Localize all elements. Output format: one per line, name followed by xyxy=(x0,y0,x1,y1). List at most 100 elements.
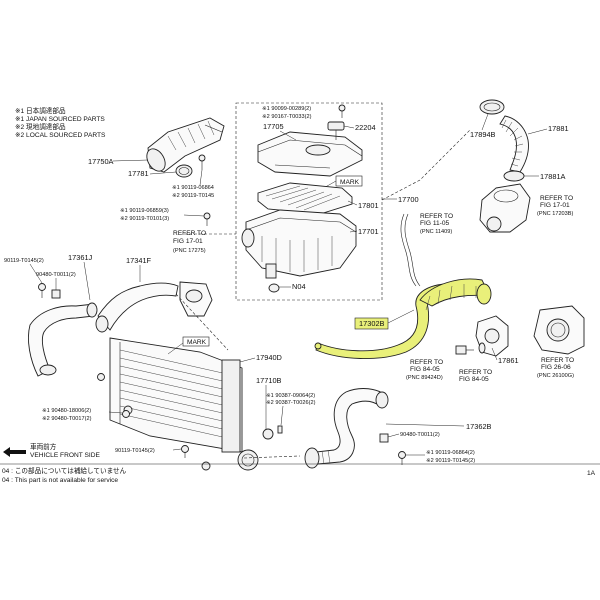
ref-17-01-right-2: FIG 17-01 xyxy=(540,202,570,209)
label-90119-06859: ※1 90119-06859(3) xyxy=(120,208,169,214)
label-17701: 17701 xyxy=(358,227,379,236)
nut-90480-T0011[interactable] xyxy=(51,289,61,299)
bolt-top-cleaner[interactable] xyxy=(338,104,346,118)
part-throttle-body[interactable] xyxy=(533,305,585,355)
footnote-en: 04 : This part is not available for serv… xyxy=(2,477,118,484)
part-17361J-pipe[interactable] xyxy=(27,302,98,377)
part-intercooler[interactable] xyxy=(109,337,259,471)
footnote-jp: 04 : この部品については補給していません xyxy=(2,466,127,475)
label-90480-T0011-b: 90480-T0011(2) xyxy=(400,432,440,438)
label-box-17302B xyxy=(354,317,389,330)
legend-line-2: ※1 JAPAN SOURCED PARTS xyxy=(15,116,105,123)
legend: ※1 日本調達部品 ※1 JAPAN SOURCED PARTS ※2 現地調達… xyxy=(15,106,106,139)
label-17894B: 17894B xyxy=(470,130,496,139)
part-22204[interactable] xyxy=(327,121,345,140)
ref-11-05-3: (PNC 11409) xyxy=(420,229,452,235)
ref-26-06-1: REFER TO xyxy=(541,357,574,364)
ref-84-05-b-1: REFER TO xyxy=(459,369,492,376)
grommet-17710B[interactable] xyxy=(262,428,274,440)
ref-84-05-b-2: FIG 84-05 xyxy=(459,376,489,383)
label-17881A: 17881A xyxy=(540,172,566,181)
label-17750A: 17750A xyxy=(88,157,114,166)
part-17701-case[interactable] xyxy=(241,209,357,279)
bolt-90119-06864-b[interactable] xyxy=(398,451,406,466)
bolt-90119-T0145-bottom[interactable] xyxy=(181,445,189,459)
part-elbow-17341F[interactable] xyxy=(179,281,213,317)
label-17861: 17861 xyxy=(498,356,519,365)
bolt-90119-06859[interactable] xyxy=(203,212,211,226)
ref-17-01-right-3: (PNC 17203B) xyxy=(537,211,574,217)
leader-dash-3 xyxy=(175,293,229,351)
nut-90480-T0011-b[interactable] xyxy=(379,433,389,443)
part-17881-hose[interactable] xyxy=(499,115,529,173)
air-cleaner-group-frame xyxy=(235,102,383,301)
ref-26-06-3: (PNC 26100G) xyxy=(537,373,574,379)
label-90387-09064: ※1 90387-09064(2) xyxy=(266,393,315,399)
part-N04[interactable] xyxy=(268,283,280,293)
part-17894B[interactable] xyxy=(479,99,505,115)
label-90480-T0017: ※2 90480-T0017(2) xyxy=(42,416,92,422)
arrow-left-icon xyxy=(3,447,26,457)
part-17781-clamp[interactable] xyxy=(175,164,193,178)
part-throttle-inlet[interactable] xyxy=(479,183,531,233)
label-90480-T0011: 90480-T0011(2) xyxy=(36,272,76,278)
label-90099-00289: ※1 90099-00289(2) xyxy=(262,106,311,112)
label-90119-T0145-left: 90119-T0145(2) xyxy=(4,258,44,264)
legend-line-1: ※1 日本調達部品 xyxy=(15,106,66,115)
bolt-90480-18006[interactable] xyxy=(97,373,130,418)
part-17705-cap[interactable] xyxy=(257,131,363,177)
ref-84-05-a-3: (PNC 89424D) xyxy=(406,375,443,381)
label-17362B: 17362B xyxy=(466,422,492,431)
label-17940D: 17940D xyxy=(256,353,282,362)
mark-box-2 xyxy=(182,336,210,347)
label-mark-1: MARK xyxy=(340,179,360,186)
part-17881A-clamp[interactable] xyxy=(503,170,525,182)
part-17801-filter[interactable] xyxy=(257,182,353,215)
ref-84-05-a-1: REFER TO xyxy=(410,359,443,366)
legend-line-3: ※2 現地調達部品 xyxy=(15,122,66,131)
ref-17-01-left-1: REFER TO xyxy=(173,230,206,237)
label-90387-T0026: ※2 90387-T0026(2) xyxy=(266,400,316,406)
sensor-part[interactable] xyxy=(455,345,474,355)
label-90119-06864-b: ※1 90119-06864(2) xyxy=(426,450,475,456)
leader-dash-1 xyxy=(381,129,471,201)
label-90167-T0033: ※2 90167-T0033(2) xyxy=(262,114,312,120)
ref-11-05-2: FIG 11-05 xyxy=(420,220,450,227)
label-17700: 17700 xyxy=(398,195,419,204)
label-90480-18006: ※1 90480-18006(2) xyxy=(42,408,91,414)
part-17302B-highlighted[interactable] xyxy=(314,278,492,359)
legend-line-4: ※2 LOCAL SOURCED PARTS xyxy=(15,132,106,139)
bolt-left-1[interactable] xyxy=(198,154,206,170)
ref-17-01-left-3: (PNC 17275) xyxy=(173,248,206,254)
label-90119-T0145-b: ※2 90119-T0145(2) xyxy=(426,458,475,464)
bolt-90119-T0145-left[interactable] xyxy=(38,283,46,299)
vehicle-front-en: VEHICLE FRONT SIDE xyxy=(30,452,100,459)
label-90119-T0101: ※2 90119-T0101(3) xyxy=(120,216,169,222)
screw-90387[interactable] xyxy=(277,425,283,434)
washer-part[interactable] xyxy=(478,342,486,354)
ref-84-05-a-2: FIG 84-05 xyxy=(410,366,440,373)
part-17362B-pipe[interactable] xyxy=(304,388,389,469)
ref-26-06-2: FIG 26-06 xyxy=(541,364,571,371)
ref-17-01-right-1: REFER TO xyxy=(540,195,573,202)
label-17341F: 17341F xyxy=(126,256,152,265)
label-17302B: 17302B xyxy=(359,319,385,328)
label-17881: 17881 xyxy=(548,124,569,133)
label-17361J: 17361J xyxy=(68,253,93,262)
vehicle-front-note: 車両前方 VEHICLE FRONT SIDE xyxy=(3,442,100,459)
label-90119-T0145: ※2 90119-T0145 xyxy=(172,193,214,199)
vacuum-hose[interactable] xyxy=(400,213,421,287)
leader-dash-4 xyxy=(243,455,301,459)
label-22204: 22204 xyxy=(355,123,376,132)
ref-17-01-left-2: FIG 17-01 xyxy=(173,238,203,245)
part-17341F-pipe[interactable] xyxy=(95,282,179,333)
label-90119-T0145-bottom: 90119-T0145(2) xyxy=(115,448,155,454)
label-mark-2: MARK xyxy=(187,339,207,346)
label-17705: 17705 xyxy=(263,122,284,131)
ref-11-05-1: REFER TO xyxy=(420,213,453,220)
label-90119-06864: ※1 90119-06864 xyxy=(172,185,214,191)
clamp-bottom-left[interactable] xyxy=(201,461,211,471)
label-17710B: 17710B xyxy=(256,376,282,385)
part-17750A[interactable] xyxy=(143,117,225,174)
